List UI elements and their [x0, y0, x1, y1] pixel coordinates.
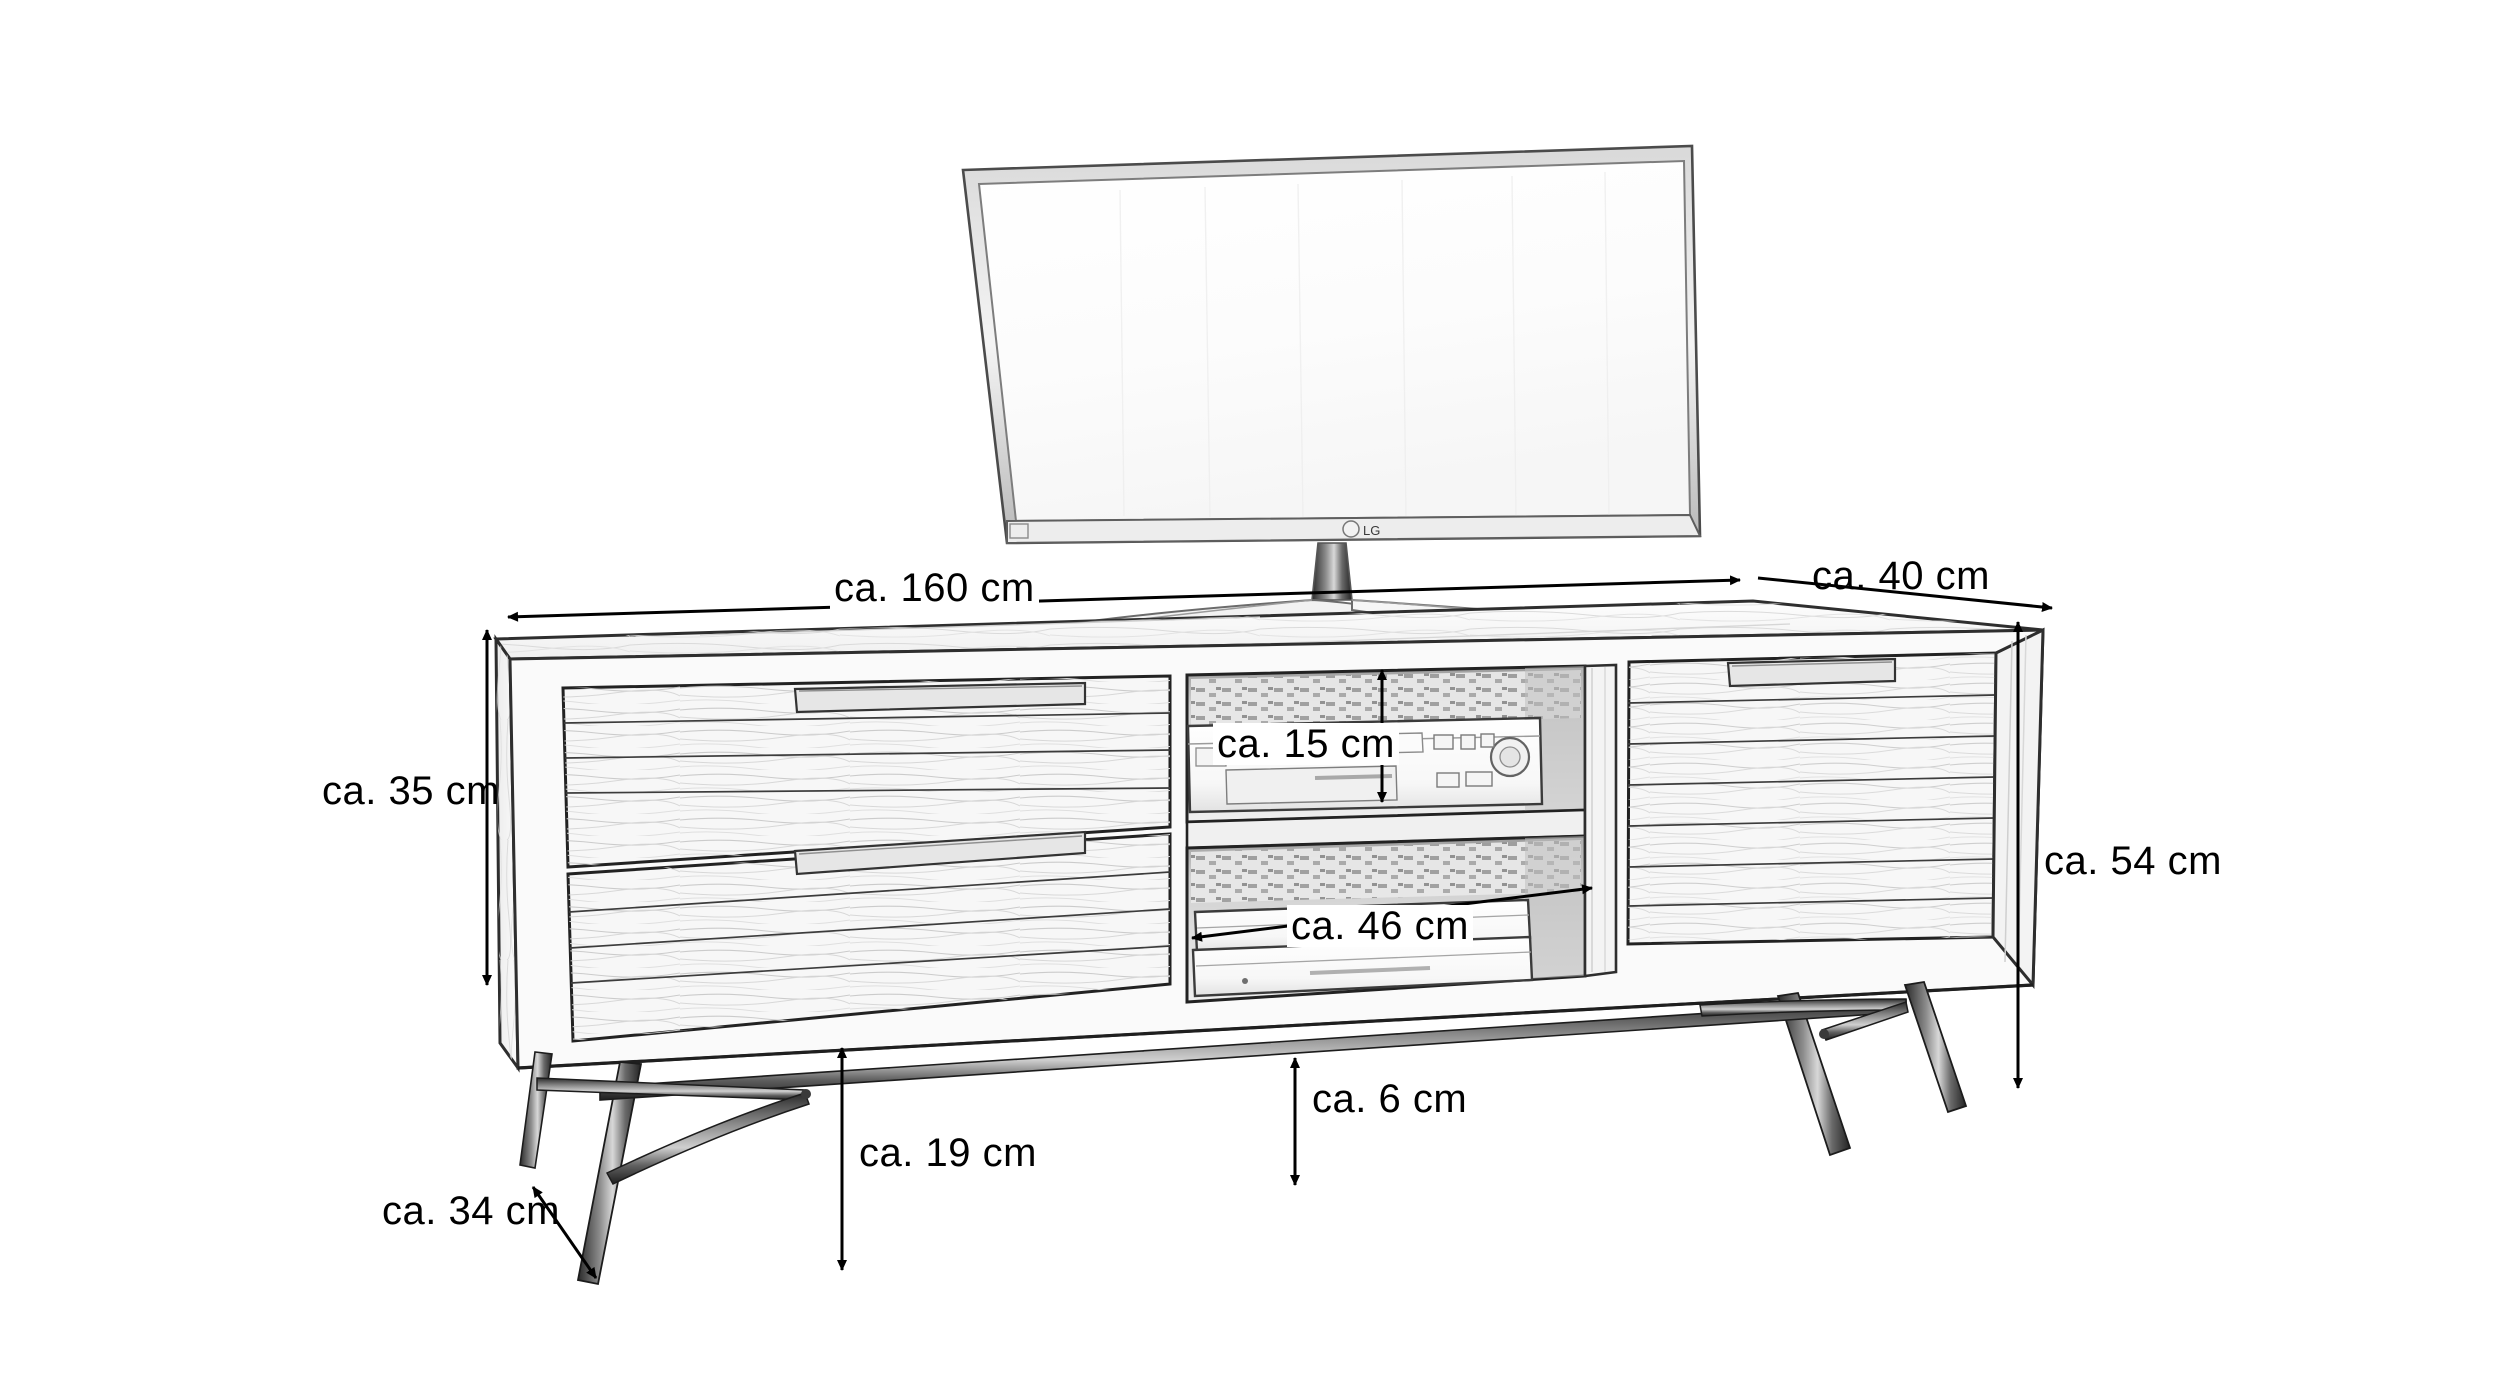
drawer-handle-bottom-left[interactable] — [793, 830, 1087, 876]
dimension-label-floor-clearance: ca. 19 cm — [859, 1131, 1037, 1175]
dimline-width — [507, 575, 1741, 622]
dimline-leg-spread — [531, 1186, 598, 1279]
leg-rear-right — [1903, 980, 1968, 1114]
tv-screen — [977, 159, 1692, 523]
dimension-label-width: ca. 160 cm — [830, 567, 1039, 609]
dimension-label-drawer-height: ca. 35 cm — [322, 769, 500, 813]
svg-text:LG: LG — [1363, 523, 1380, 538]
crossbar-diagonal-left — [605, 1092, 810, 1185]
av-receiver-disc-tray — [1225, 765, 1398, 805]
dimension-label-shelf-height: ca. 15 cm — [1213, 723, 1399, 765]
section-center-open-shelves — [1185, 664, 1587, 1004]
section-left-drawers — [561, 674, 1172, 1043]
dimension-label-body-height: ca. 54 cm — [2044, 839, 2222, 883]
leg-rear-left — [519, 1051, 553, 1169]
cabinet-divider-post — [1583, 663, 1618, 978]
dimension-label-depth: ca. 40 cm — [1812, 554, 1990, 598]
section-right-drawer — [1626, 651, 1998, 946]
dimension-label-shelf-width: ca. 46 cm — [1287, 905, 1473, 947]
tv-brand-logo-icon: LG — [1342, 520, 1380, 538]
dimension-lines — [482, 575, 2053, 1279]
tv-lowboard-cabinet — [493, 599, 2045, 1073]
television: LG — [961, 144, 1761, 645]
dimension-label-leg-spread: ca. 34 cm — [382, 1189, 560, 1233]
dimline-depth — [1757, 576, 2053, 612]
leg-front-right — [1776, 991, 1852, 1157]
tv-side-marking — [1009, 523, 1029, 539]
dimension-label-crossbar-height: ca. 6 cm — [1312, 1077, 1468, 1121]
